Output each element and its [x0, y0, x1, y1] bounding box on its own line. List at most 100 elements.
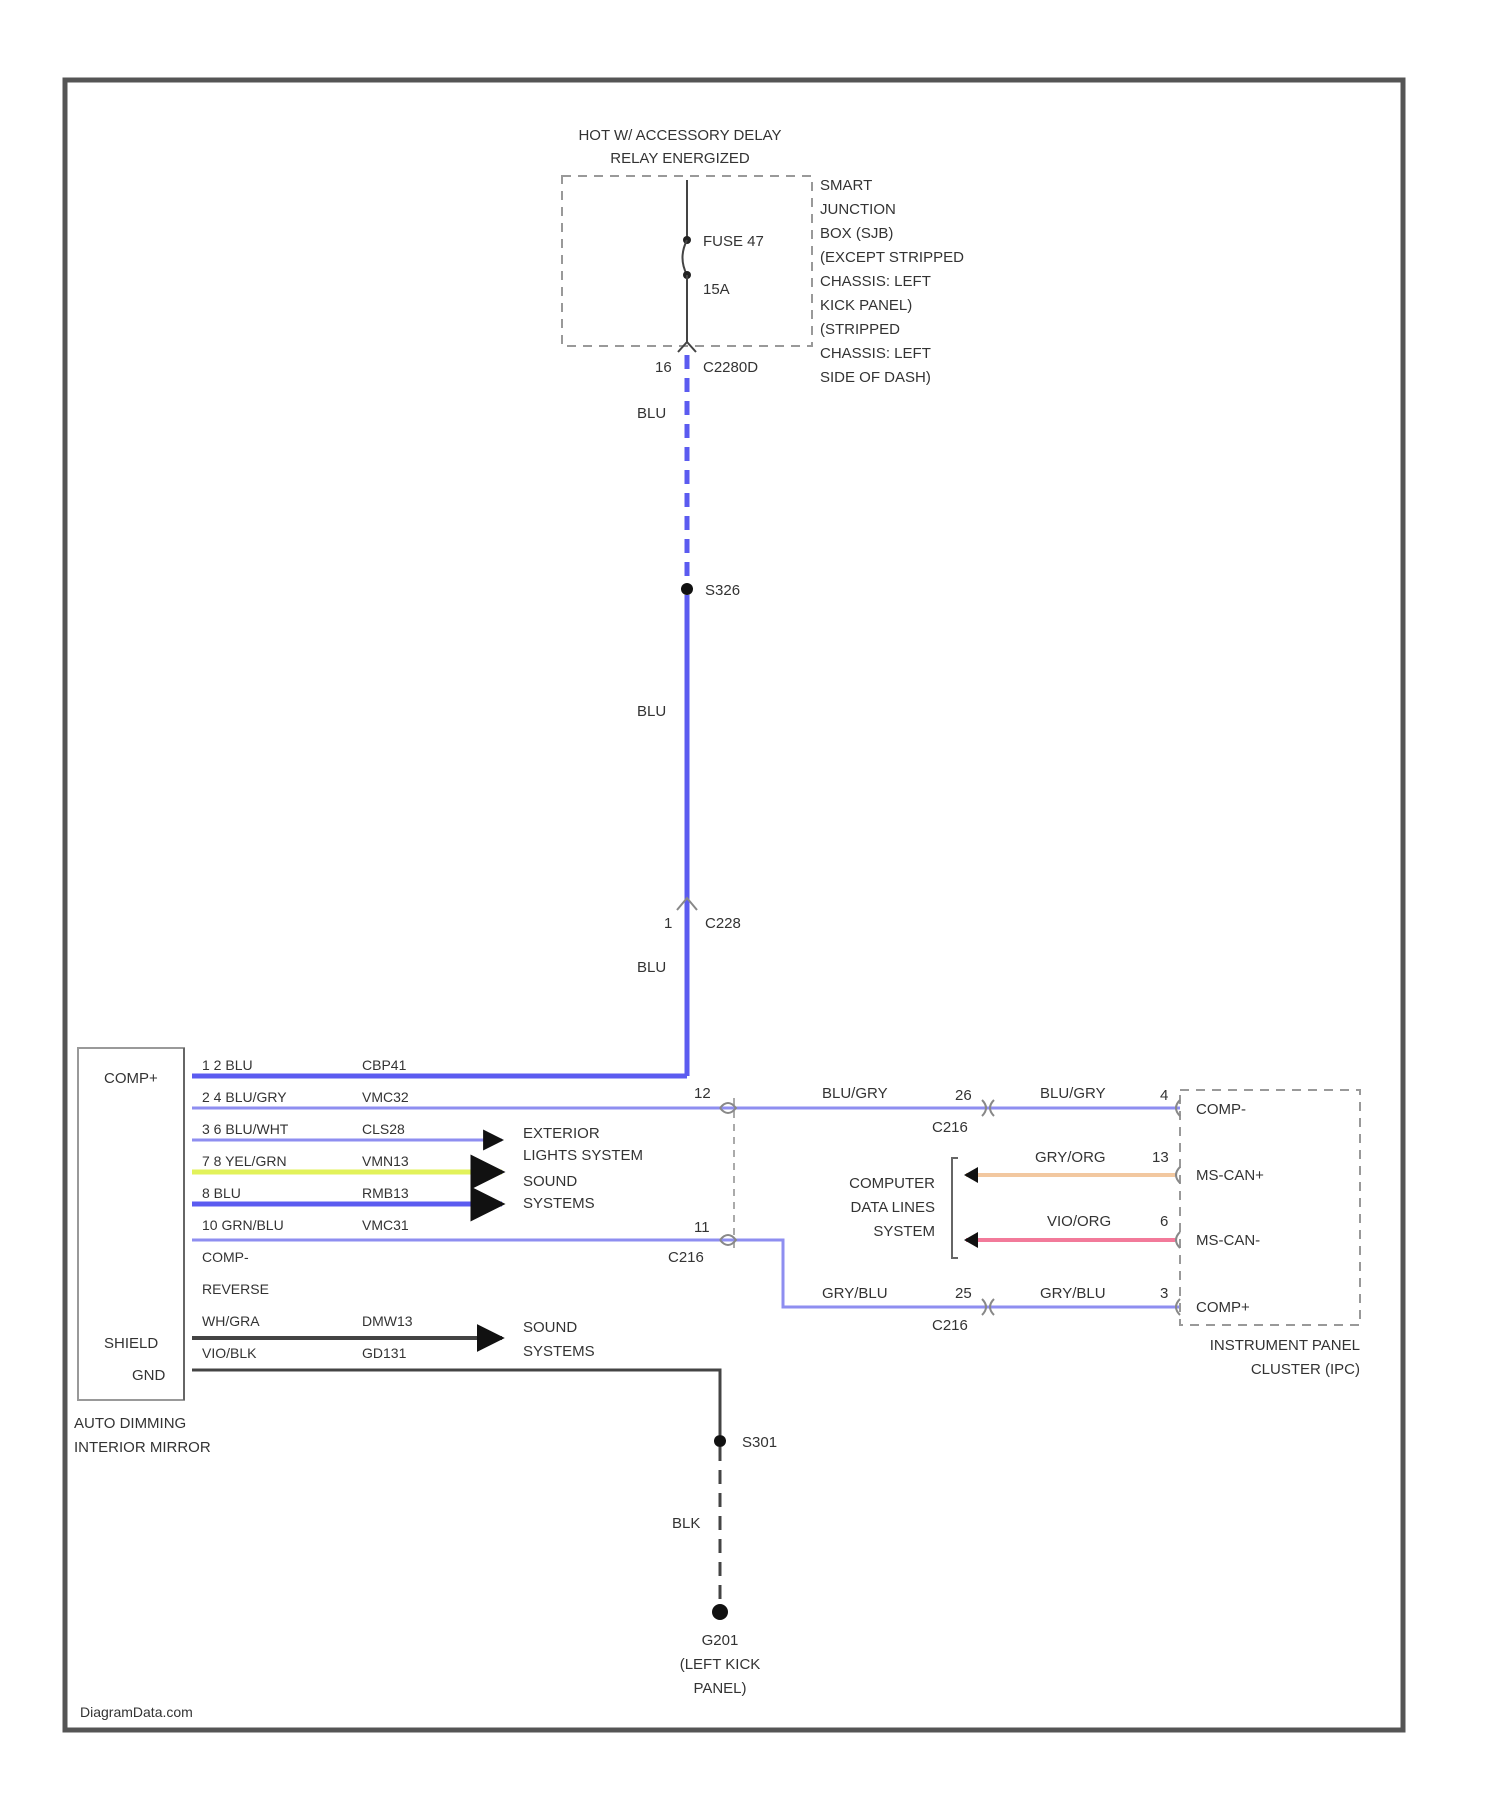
c216-lower-pin: 11: [694, 1219, 710, 1236]
watermark: DiagramData.com: [80, 1704, 193, 1720]
cluster-name-line2: CLUSTER (IPC): [1251, 1361, 1360, 1378]
row-pins: COMP-: [202, 1249, 249, 1265]
target-sound-a-line2: SYSTEMS: [523, 1195, 595, 1212]
data-lines-system: COMPUTER DATA LINES SYSTEM: [849, 1158, 958, 1258]
ground-location-line1: (LEFT KICK: [680, 1656, 761, 1673]
row-pins: 10 GRN/BLU: [202, 1217, 284, 1233]
cluster-name-line1: INSTRUMENT PANEL: [1210, 1337, 1360, 1354]
mirror-pin-comp-plus: COMP+: [104, 1070, 158, 1087]
mirror-targets: EXTERIOR LIGHTS SYSTEM SOUND SYSTEMS SOU…: [523, 1125, 643, 1360]
wire2-color: BLU: [637, 703, 666, 720]
target-exterior-line2: LIGHTS SYSTEM: [523, 1147, 643, 1164]
lower-color-right: GRY/BLU: [1040, 1285, 1106, 1302]
can-minus-pin: 6: [1160, 1213, 1168, 1230]
diagram-frame: [65, 80, 1403, 1730]
data-lines-line3: SYSTEM: [873, 1223, 935, 1240]
row-pins: WH/GRA: [202, 1313, 260, 1329]
target-exterior-line1: EXTERIOR: [523, 1125, 600, 1142]
main-feed: BLU S326 BLU 1 C228 BLU: [637, 355, 741, 1076]
upper-pin-mid: 26: [955, 1087, 972, 1104]
ground-point-icon: [712, 1604, 728, 1620]
sjb-line: BOX (SJB): [820, 225, 893, 242]
row-circuit: CLS28: [362, 1121, 405, 1137]
data-lines-line2: DATA LINES: [851, 1199, 935, 1216]
fuse-icon: [683, 240, 688, 275]
lower-conn: C216: [932, 1317, 968, 1334]
wire1-color: BLU: [637, 405, 666, 422]
can-minus-arrow: [964, 1232, 978, 1248]
can-plus-pin: 13: [1152, 1149, 1169, 1166]
row-pins: 3 6 BLU/WHT: [202, 1121, 289, 1137]
row-circuit: VMN13: [362, 1153, 409, 1169]
instrument-panel-cluster: COMP- MS-CAN+ MS-CAN- COMP+ INSTRUMENT P…: [1176, 1090, 1360, 1378]
upper-conn: C216: [932, 1119, 968, 1136]
ground-location-line2: PANEL): [693, 1680, 746, 1697]
ground-wire-color: BLK: [672, 1515, 700, 1532]
fuse-rating: 15A: [703, 281, 730, 298]
lower-pin-mid: 25: [955, 1285, 972, 1302]
row-circuit: VMC31: [362, 1217, 409, 1233]
sjb-line: SIDE OF DASH): [820, 369, 931, 386]
sjb-line: CHASSIS: LEFT: [820, 345, 931, 362]
mirror-name-line2: INTERIOR MIRROR: [74, 1439, 211, 1456]
row-pins: 2 4 BLU/GRY: [202, 1089, 287, 1105]
sjb-description: SMART JUNCTION BOX (SJB) (EXCEPT STRIPPE…: [820, 177, 964, 386]
row-circuit: CBP41: [362, 1057, 407, 1073]
lower-color-left: GRY/BLU: [822, 1285, 888, 1302]
upper-color-right: BLU/GRY: [1040, 1085, 1106, 1102]
sjb-line: (EXCEPT STRIPPED: [820, 249, 964, 266]
lower-pin-right: 3: [1160, 1285, 1168, 1302]
upper-color-left: BLU/GRY: [822, 1085, 888, 1102]
sjb-line: SMART: [820, 177, 872, 194]
c2280d-name: C2280D: [703, 359, 758, 376]
mirror-name-line1: AUTO DIMMING: [74, 1415, 186, 1432]
row-pins: VIO/BLK: [202, 1345, 257, 1361]
target-sound-b-line1: SOUND: [523, 1319, 577, 1336]
row-pins: 1 2 BLU: [202, 1057, 253, 1073]
row-circuit: RMB13: [362, 1185, 409, 1201]
c228-pin: 1: [664, 915, 672, 932]
data-lines-line1: COMPUTER: [849, 1175, 935, 1192]
mirror-rows: 1 2 BLU CBP41 2 4 BLU/GRY VMC32 3 6 BLU/…: [202, 1057, 413, 1361]
wire3-color: BLU: [637, 959, 666, 976]
ground-point-label: G201: [702, 1632, 739, 1649]
target-sound-a-line1: SOUND: [523, 1173, 577, 1190]
power-header-line1: HOT W/ ACCESSORY DELAY: [578, 127, 781, 144]
sjb-line: (STRIPPED: [820, 321, 900, 338]
cluster-pin-ms-can-plus: MS-CAN+: [1196, 1167, 1264, 1184]
sjb-line: JUNCTION: [820, 201, 896, 218]
cluster-pin-comp-plus: COMP+: [1196, 1299, 1250, 1316]
row-circuit: VMC32: [362, 1089, 409, 1105]
c2280d-pin: 16: [655, 359, 672, 376]
upper-pin-right: 4: [1160, 1087, 1168, 1104]
can-minus-color: VIO/ORG: [1047, 1213, 1111, 1230]
row-circuit: GD131: [362, 1345, 407, 1361]
can-plus-color: GRY/ORG: [1035, 1149, 1106, 1166]
fuse-label: FUSE 47: [703, 233, 764, 250]
c228-name: C228: [705, 915, 741, 932]
cluster-pin-comp-minus: COMP-: [1196, 1101, 1246, 1118]
sjb-line: CHASSIS: LEFT: [820, 273, 931, 290]
row-circuit: DMW13: [362, 1313, 413, 1329]
splice-s326-label: S326: [705, 582, 740, 599]
splice-s326: [681, 583, 693, 595]
c216-upper-pin: 12: [694, 1085, 711, 1102]
ground-circuit: S301 BLK G201 (LEFT KICK PANEL): [672, 1434, 777, 1697]
wire-gnd: [192, 1370, 720, 1435]
row-pins: 7 8 YEL/GRN: [202, 1153, 287, 1169]
splice-s301-label: S301: [742, 1434, 777, 1451]
row-pins: REVERSE: [202, 1281, 269, 1297]
cluster-pin-ms-can-minus: MS-CAN-: [1196, 1232, 1260, 1249]
target-sound-b-line2: SYSTEMS: [523, 1343, 595, 1360]
row-pins: 8 BLU: [202, 1185, 241, 1201]
power-header-line2: RELAY ENERGIZED: [610, 150, 750, 167]
c216-name: C216: [668, 1249, 704, 1266]
mirror-pin-gnd: GND: [132, 1367, 166, 1384]
mirror-pin-shield: SHIELD: [104, 1335, 158, 1352]
cluster-box: [1180, 1090, 1360, 1325]
sjb-line: KICK PANEL): [820, 297, 912, 314]
power-source: HOT W/ ACCESSORY DELAY RELAY ENERGIZED F…: [562, 127, 964, 386]
can-plus-arrow: [964, 1167, 978, 1183]
splice-s301: [714, 1435, 726, 1447]
